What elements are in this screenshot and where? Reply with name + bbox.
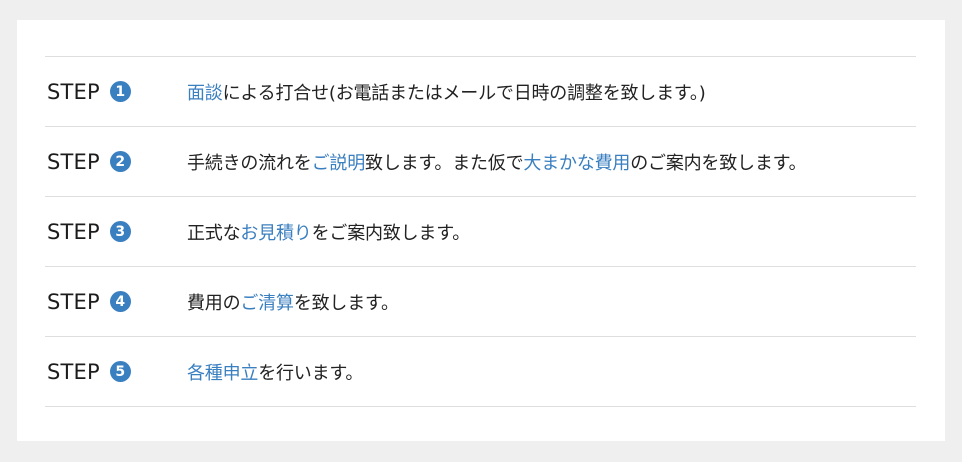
step-word: STEP — [47, 79, 100, 104]
step-row-5: STEP 5 各種申立を行います。 — [45, 337, 916, 407]
step-text-segment: をご案内致します。 — [311, 222, 471, 244]
step-text-highlight: 大まかな費用 — [523, 152, 631, 174]
step-text-segment: を行います。 — [258, 362, 364, 384]
step-word: STEP — [47, 149, 100, 174]
step-description: 費用のご清算を致します。 — [187, 289, 399, 315]
step-word: STEP — [47, 219, 100, 244]
step-label: STEP 2 — [45, 150, 187, 174]
step-number-badge: 2 — [109, 151, 131, 172]
step-text-highlight: ご清算 — [240, 292, 294, 314]
step-text-segment: のご案内を致します。 — [630, 152, 807, 174]
step-text-segment: を致します。 — [293, 292, 399, 314]
step-description: 手続きの流れをご説明致します。また仮で大まかな費用のご案内を致します。 — [187, 149, 807, 175]
step-text-segment: による打合せ(お電話またはメールで日時の調整を致します。) — [222, 82, 706, 104]
step-number-badge: 4 — [109, 291, 131, 312]
step-description: 各種申立を行います。 — [187, 359, 363, 385]
step-description: 面談による打合せ(お電話またはメールで日時の調整を致します。) — [187, 79, 706, 105]
step-text-highlight: 面談 — [187, 82, 223, 104]
step-number-badge: 1 — [109, 81, 131, 102]
step-number-badge: 3 — [109, 221, 131, 242]
step-word: STEP — [47, 289, 100, 314]
step-description: 正式なお見積りをご案内致します。 — [187, 219, 470, 245]
step-text-highlight: 各種申立 — [187, 362, 259, 384]
step-text-segment: 費用の — [187, 292, 241, 314]
step-text-highlight: お見積り — [240, 222, 312, 244]
step-word: STEP — [47, 359, 100, 384]
steps-list: STEP 1 面談による打合せ(お電話またはメールで日時の調整を致します。) S… — [45, 56, 916, 407]
step-text-segment: 手続きの流れを — [187, 152, 312, 174]
step-row-2: STEP 2 手続きの流れをご説明致します。また仮で大まかな費用のご案内を致しま… — [45, 127, 916, 197]
step-text-segment: 正式な — [187, 222, 241, 244]
step-row-1: STEP 1 面談による打合せ(お電話またはメールで日時の調整を致します。) — [45, 57, 916, 127]
steps-card: STEP 1 面談による打合せ(お電話またはメールで日時の調整を致します。) S… — [17, 20, 945, 441]
step-row-4: STEP 4 費用のご清算を致します。 — [45, 267, 916, 337]
step-label: STEP 4 — [45, 290, 187, 314]
step-label: STEP 3 — [45, 220, 187, 244]
step-label: STEP 5 — [45, 360, 187, 384]
step-text-highlight: ご説明 — [311, 152, 366, 174]
step-label: STEP 1 — [45, 80, 187, 104]
step-text-segment: 致します。また仮で — [365, 152, 524, 174]
step-number-badge: 5 — [109, 361, 131, 382]
step-row-3: STEP 3 正式なお見積りをご案内致します。 — [45, 197, 916, 267]
